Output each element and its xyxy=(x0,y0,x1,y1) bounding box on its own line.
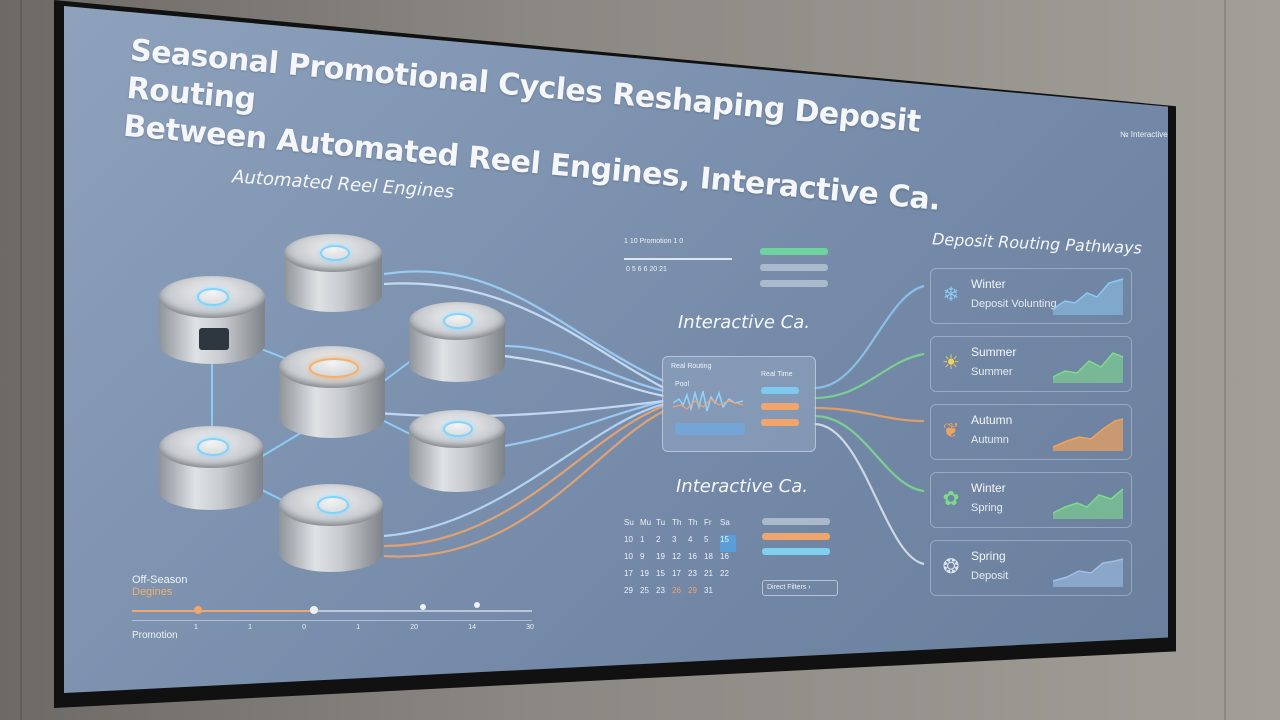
snowflake-icon: ❄ xyxy=(942,284,960,306)
route-season: Winter xyxy=(971,277,1006,291)
pill-deposit-2 xyxy=(760,280,828,287)
presentation-screen: Seasonal Promotional Cycles Reshaping De… xyxy=(64,6,1168,694)
sun-icon: ☀ xyxy=(942,352,960,374)
widget-ticks: 0 5 6 6 20 21 xyxy=(626,266,667,273)
direct-filters-button[interactable]: Direct Filters › xyxy=(762,580,838,596)
calendar-pill xyxy=(762,518,830,525)
route-sub: Deposit Volunting xyxy=(971,298,1057,310)
route-sub: Deposit xyxy=(971,570,1009,582)
panel-button-orange-2[interactable] xyxy=(761,419,799,426)
panel-action-bar[interactable] xyxy=(675,423,745,435)
off-season-track xyxy=(132,610,532,612)
flower-icon: ✿ xyxy=(942,488,960,510)
route-season: Summer xyxy=(971,345,1017,359)
route-sparkline xyxy=(1053,418,1124,451)
route-sub: Spring xyxy=(971,502,1003,514)
timeline-marker[interactable] xyxy=(194,606,202,614)
route-card-winter-spring[interactable]: ✿ Winter Spring xyxy=(930,472,1132,528)
off-season-legend: Off-Season Degines xyxy=(132,574,187,598)
timeline-marker[interactable] xyxy=(474,602,480,608)
route-card-autumn[interactable]: ❦ Autumn Autumn xyxy=(930,404,1132,460)
off-season-title: Off-Season xyxy=(132,574,188,586)
route-season: Autumn xyxy=(971,413,1013,427)
corner-mark: № Interactive xyxy=(1120,130,1168,139)
panel-button-blue[interactable] xyxy=(761,387,799,394)
interactive-heading-bottom: Interactive Ca. xyxy=(676,476,809,497)
interactive-heading-top: Interactive Ca. xyxy=(678,312,811,333)
route-card-summer[interactable]: ☀ Summer Summer xyxy=(930,336,1132,392)
panel-waveform xyxy=(673,390,744,412)
pill-deposit xyxy=(760,248,828,255)
route-sparkline xyxy=(1053,352,1124,383)
route-sub: Autumn xyxy=(971,434,1009,446)
pill-promotion xyxy=(760,264,828,271)
panel-right-title: Real Time xyxy=(761,371,793,378)
led-panel xyxy=(199,328,229,350)
timeline-marker[interactable] xyxy=(310,606,318,614)
route-season: Spring xyxy=(971,549,1006,563)
route-sparkline xyxy=(1053,488,1124,519)
route-season: Winter xyxy=(971,481,1006,495)
timeline-marker[interactable] xyxy=(420,604,426,610)
route-sub: Summer xyxy=(971,366,1013,378)
off-season-subtitle: Degines xyxy=(132,586,173,598)
route-sparkline xyxy=(1053,558,1124,587)
promotion-axis-label: Promotion xyxy=(132,630,178,641)
route-card-winter[interactable]: ❄ Winter Deposit Volunting xyxy=(930,268,1132,324)
calendar-pill-orange xyxy=(762,533,830,540)
route-card-spring[interactable]: ❂ Spring Deposit xyxy=(930,540,1132,596)
gear-flower-icon: ❂ xyxy=(942,556,960,578)
panel-chart-label: Pool xyxy=(675,381,690,388)
widget-header: 1 10 Promotion 1 0 xyxy=(624,238,684,245)
leaf-icon: ❦ xyxy=(942,420,960,442)
promotion-timeline-widget: 1 10 Promotion 1 0 0 5 6 6 20 21 xyxy=(624,238,740,280)
panel-left-title: Real Routing xyxy=(671,363,712,370)
promotion-axis xyxy=(132,620,532,621)
panel-button-orange[interactable] xyxy=(761,403,799,410)
calendar-pill-cyan xyxy=(762,548,830,555)
route-sparkline xyxy=(1053,278,1124,315)
off-season-progress xyxy=(132,610,312,612)
interactive-control-panel: Real Routing Real Time Pool xyxy=(662,356,816,452)
